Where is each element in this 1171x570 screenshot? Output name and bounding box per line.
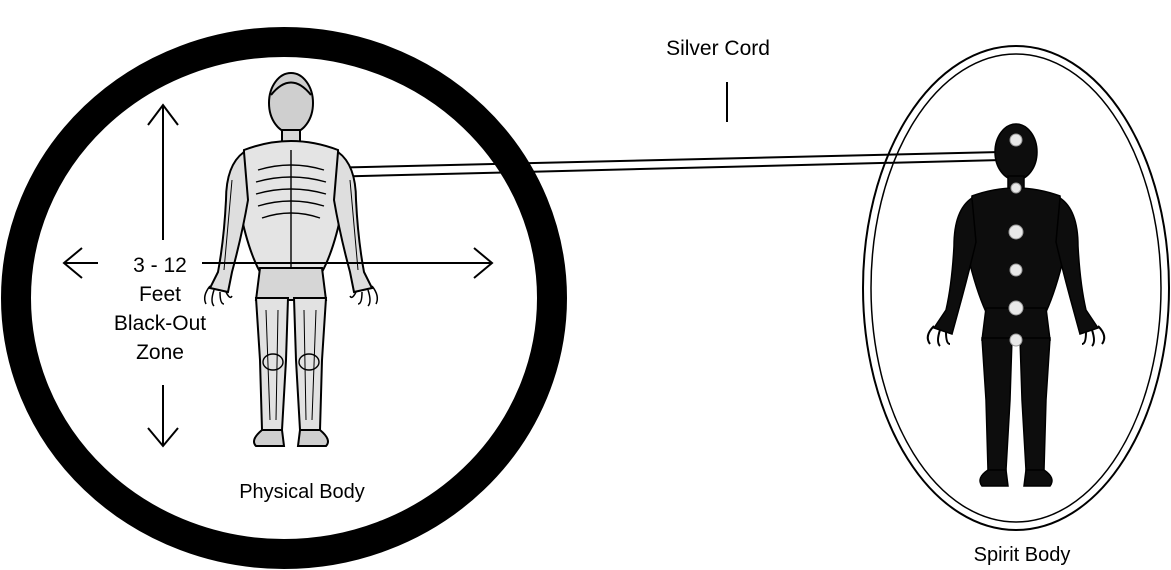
- zone-name-label-2: Zone: [136, 341, 184, 364]
- silver-cord-label: Silver Cord: [666, 37, 770, 60]
- zone-name-label-1: Black-Out: [114, 312, 206, 335]
- chakra-throat: [1011, 183, 1021, 193]
- physical-body-label: Physical Body: [239, 481, 365, 503]
- chakra-heart: [1009, 225, 1023, 239]
- chakra-solar: [1010, 264, 1022, 276]
- chakra-root: [1010, 334, 1022, 346]
- spirit-body-label: Spirit Body: [974, 544, 1071, 566]
- chakra-sacral: [1009, 301, 1023, 315]
- zone-unit-label: Feet: [139, 283, 181, 306]
- chakra-crown: [1010, 134, 1022, 146]
- zone-distance-label: 3 - 12: [133, 254, 187, 277]
